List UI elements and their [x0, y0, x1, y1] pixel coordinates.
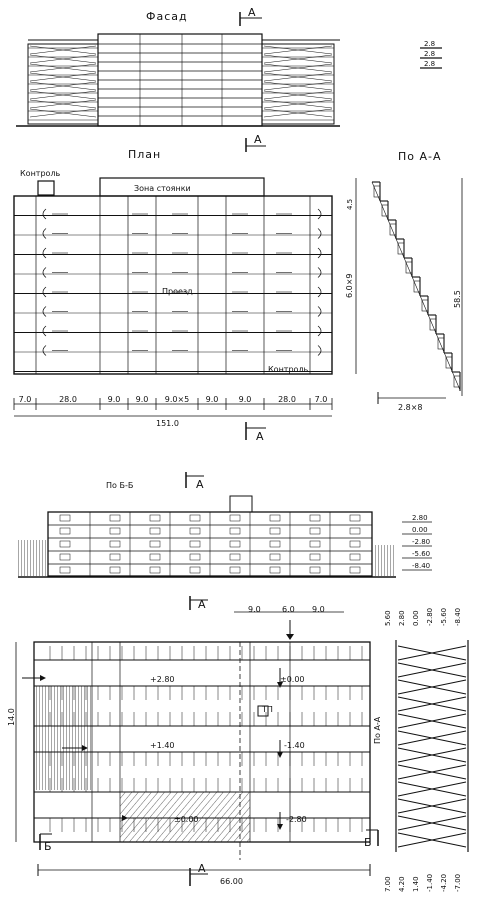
svg-text:Б: Б	[364, 836, 373, 849]
plan2-ramp-hatch	[34, 686, 92, 790]
plan-dim-5: 9.0	[206, 395, 219, 404]
aa2-top-level-4: -5.60	[440, 608, 448, 626]
section-marker-a-plan: А	[245, 133, 266, 152]
tp-label: ТП	[261, 705, 273, 714]
entry-arrow-icon	[286, 634, 294, 640]
aa2-bottom-level-2: 1.40	[412, 876, 420, 892]
facade-drawing: Фасад А 2.8 2.8 2.8	[16, 6, 442, 127]
plan-dim-2: 9.0	[108, 395, 121, 404]
section-marker-a-plan-bottom: А	[245, 422, 266, 443]
plan-dim-1: 28.0	[59, 395, 77, 404]
plan-dim-7: 28.0	[278, 395, 296, 404]
plan2-level-4: -1.40	[284, 741, 305, 750]
plan2-total-length: 66.00	[220, 877, 243, 886]
parking-zone-label: Зона стоянки	[134, 184, 191, 193]
plan2-top-dims: 9.0 6.0 9.0	[234, 605, 344, 614]
plan-dim-8: 7.0	[315, 395, 328, 404]
bb-level-0: 2.80	[412, 514, 428, 522]
plan-side-dim-1: 4.5	[346, 199, 354, 210]
plan2-top-dim-3: 9.0	[312, 605, 325, 614]
bb-level-1: 0.00	[412, 526, 428, 534]
bb-level-2: -2.80	[412, 538, 430, 546]
control-label-top: Контроль	[20, 169, 61, 178]
plan2-level-1: +2.80	[150, 675, 175, 684]
facade-level-2: 2.8	[424, 50, 435, 58]
cut-mark-b-left: Б	[39, 833, 53, 853]
facade-title: Фасад	[146, 10, 188, 23]
plan-top-drawing: План А Контроль Зона стоянки Проезд Конт…	[13, 133, 357, 443]
section-marker-a-plan2-top: А	[189, 596, 208, 611]
section-a-label: А	[248, 6, 257, 19]
bb-level-4: -8.40	[412, 562, 430, 570]
plan2-level-2: ±0.00	[280, 675, 305, 684]
plan2-section-a-top: А	[198, 598, 207, 611]
bb-ground-hatch-left	[18, 540, 48, 576]
aa2-bottom-level-5: -7.00	[454, 874, 462, 892]
plan-title: План	[128, 148, 161, 161]
plan2-central-ramp	[120, 792, 250, 842]
facade-level-1: 2.8	[424, 40, 435, 48]
aa2-bottom-level-1: 4.20	[398, 876, 406, 892]
section-aa2-title: По А-А	[373, 716, 382, 744]
plan2-top-dim-1: 9.0	[248, 605, 261, 614]
plan2-left-dim: 14.0	[7, 708, 16, 726]
section-aa-title: По А-А	[398, 150, 442, 163]
plan-dim-6: 9.0	[239, 395, 252, 404]
facade-level-legend: 2.8 2.8 2.8	[420, 40, 442, 69]
svg-text:А: А	[198, 862, 207, 875]
section-aa-width: 2.8×8	[398, 403, 423, 412]
bb-level-legend: 2.80 0.00 -2.80 -5.60 -8.40	[402, 514, 432, 571]
aa2-bottom-level-3: -1.40	[426, 874, 434, 892]
aa2-top-level-1: 2.80	[398, 610, 406, 626]
plan2-top-dim-2: 6.0	[282, 605, 295, 614]
plan2-level-3: +1.40	[150, 741, 175, 750]
plan2-level-6: -2.80	[286, 815, 307, 824]
section-aa-height: 58.5	[453, 290, 462, 308]
plan2-flow-arrows	[22, 668, 283, 830]
section-marker-a-facade: А	[239, 6, 262, 26]
plan-dim-0: 7.0	[19, 395, 32, 404]
section-bb-title: По Б-Б	[106, 481, 133, 490]
aa2-bottom-level-0: 7.00	[384, 876, 392, 892]
facade-level-3: 2.8	[424, 60, 435, 68]
plan-side-dim-2: 6.0×9	[345, 273, 354, 298]
plan-dim-4: 9.0×5	[165, 395, 190, 404]
aa2-top-level-0: 5.60	[384, 610, 392, 626]
section-bb-drawing: По Б-Б А 2.80 0.00 -2.80 -5.60 -8.40	[18, 472, 432, 578]
section-marker-a-bb: А	[185, 472, 205, 491]
aa2-bottom-level-4: -4.20	[440, 874, 448, 892]
plan-section-a-top: А	[254, 133, 263, 146]
plan-total-length: 151.0	[156, 419, 179, 428]
bb-ground-hatch-right	[372, 545, 394, 576]
plan-bottom-drawing: А 9.0 6.0 9.0 +2.80 ±0.00 +1.40 -1.40 ±0…	[7, 596, 379, 886]
bb-section-a: А	[196, 478, 205, 491]
plan-section-a-bottom: А	[256, 430, 265, 443]
plan2-level-5: ±0.00	[174, 815, 199, 824]
aa2-top-level-5: -8.40	[454, 608, 462, 626]
aa2-top-level-3: -2.80	[426, 608, 434, 626]
cut-mark-b-right: Б	[364, 829, 379, 849]
plan-dim-3: 9.0	[136, 395, 149, 404]
section-marker-a-plan2-bottom: А	[189, 862, 208, 886]
svg-text:Б: Б	[44, 840, 53, 853]
driveway-label: Проезд	[162, 287, 193, 296]
bb-level-3: -5.60	[412, 550, 430, 558]
section-aa-drawing: По А-А 58.5 2.8×8	[371, 150, 463, 412]
control-label-bottom: Контроль	[268, 365, 309, 374]
section-aa2-drawing: По А-А 5.60 2.80 0.00 -2.80 -5.60 -8.40 7.00 4…	[373, 608, 469, 892]
aa2-top-level-2: 0.00	[412, 610, 420, 626]
